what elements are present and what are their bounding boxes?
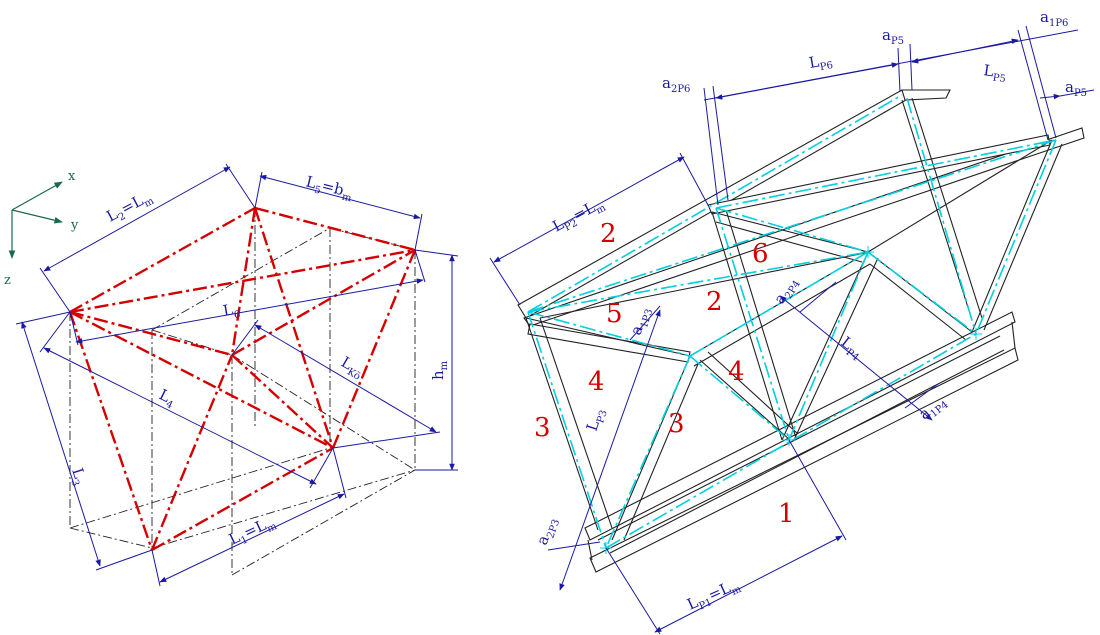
member-number-3-right: 3 — [668, 409, 685, 439]
member-number-3-left: 3 — [534, 413, 551, 443]
right-dimension-lines — [489, 25, 1095, 635]
label-a1p6: a1P6 — [1040, 8, 1068, 29]
left-dimension-lines — [15, 163, 459, 587]
label-l4: L4 — [155, 385, 179, 411]
construction-lines — [69, 208, 416, 576]
member-number-2-top: 2 — [600, 219, 617, 249]
label-a1p3: a1P3 — [627, 305, 656, 339]
member-number-1: 1 — [778, 499, 795, 529]
label-lp5: LP5 — [982, 61, 1008, 85]
member-number-6: 6 — [752, 239, 769, 269]
label-l6: L6 — [222, 299, 242, 323]
label-a2p4: a2P4 — [770, 273, 803, 308]
diagonal-members — [525, 97, 1063, 541]
label-ap5-right: aP5 — [1065, 78, 1087, 99]
label-lp6: LP6 — [808, 50, 834, 75]
axis-x-label: x — [68, 169, 76, 184]
axis-y-label: y — [70, 218, 79, 233]
member-number-4-left: 4 — [588, 367, 605, 397]
label-hm: hm — [429, 360, 450, 380]
axes-icon — [8, 181, 63, 259]
right-structure: LP2=Lm LP6 LP5 aP5 a1P6 a2P6 aP5 a1P3 LP… — [489, 8, 1095, 635]
member-number-5: 5 — [606, 299, 623, 329]
label-lp3: LP3 — [583, 406, 610, 434]
label-ap5-top: aP5 — [882, 26, 904, 47]
member-number-2-mid: 2 — [706, 287, 723, 317]
label-a2p6: a2P6 — [662, 74, 690, 95]
member-number-4-right: 4 — [728, 357, 745, 387]
label-a2p3: a2P3 — [533, 515, 562, 549]
label-lp1: LP1=Lm — [684, 575, 743, 617]
label-l1: L1=Lm — [226, 512, 279, 552]
red-frame-lines — [68, 206, 417, 552]
axis-z-label: z — [4, 273, 11, 288]
label-l2: L2=Lm — [103, 187, 156, 228]
left-schematic: L2=Lm L5=bm L6 L4 LKö hm L3 L1=Lm — [15, 163, 459, 587]
label-lp4: LP4 — [836, 333, 867, 364]
label-l5: L5=bm — [303, 172, 355, 204]
